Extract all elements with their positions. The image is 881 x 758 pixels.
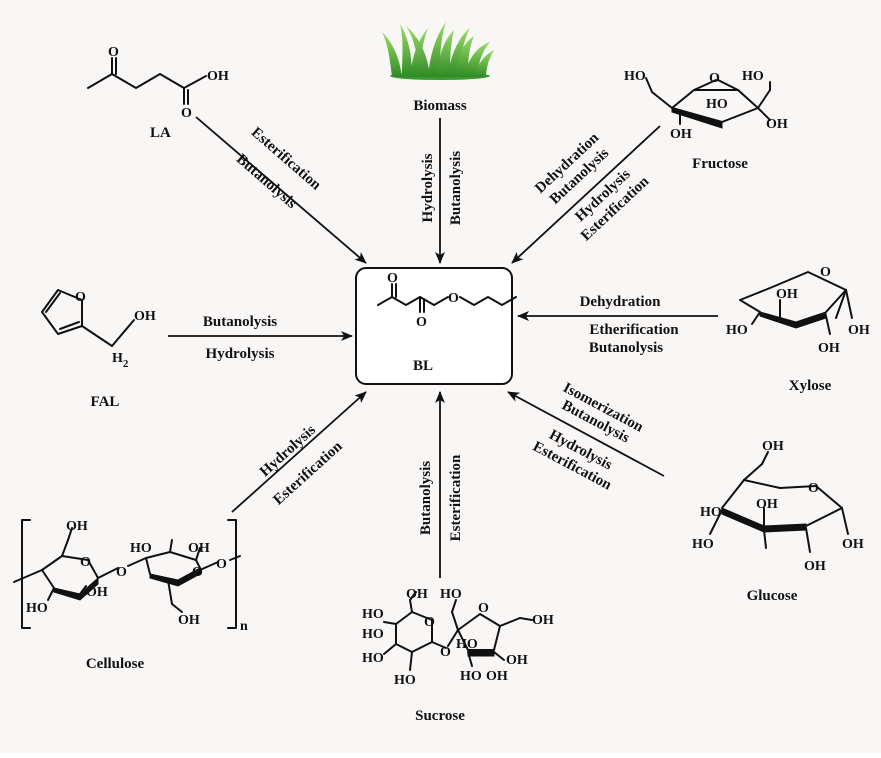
cellulose-structure: OH O O OH HO HO OH O O OH n Cellulose	[13, 519, 248, 672]
cellulose-link-o-right: O	[216, 557, 227, 572]
glucose-name: Glucose	[747, 588, 798, 604]
xylose-structure: O OH HO OH OH Xylose	[726, 265, 870, 394]
xylose-ring-o: O	[820, 265, 831, 280]
xylose-name: Xylose	[789, 378, 832, 394]
fal-structure: O OH H2 FAL	[41, 289, 156, 410]
sucrose-ho-top2: HO	[440, 587, 462, 602]
sucrose-ho-1: HO	[362, 607, 384, 622]
biomass-name: Biomass	[413, 98, 467, 114]
sucrose-oh-top: OH	[406, 587, 428, 602]
fructose-name: Fructose	[692, 156, 748, 172]
biomass-pathway-labels: Hydrolysis Butanolysis	[420, 151, 464, 225]
bl-ester-o: O	[448, 291, 459, 306]
bl-carbonyl-o: O	[416, 315, 427, 330]
fructose-ho-inner: HO	[706, 97, 728, 112]
la-acid-o: O	[181, 106, 192, 121]
glucose-arrow	[507, 391, 665, 477]
glucose-ring-o: O	[808, 481, 819, 496]
fal-oh: OH	[134, 309, 156, 324]
biomass-label-1: Hydrolysis	[420, 153, 436, 222]
xylose-ho-left: HO	[726, 323, 748, 338]
glucose-oh-bottom: OH	[804, 559, 826, 574]
biomass-label-2: Butanolysis	[448, 151, 464, 225]
sucrose-pathway-labels: Butanolysis Esterification	[418, 454, 464, 541]
fal-label-2: Hydrolysis	[206, 346, 275, 362]
glucose-ho-left: HO	[700, 505, 722, 520]
sucrose-ho-2: HO	[362, 627, 384, 642]
xylose-oh-top: OH	[776, 287, 798, 302]
glucose-pathway-labels: Isomerization Butanolysis Hydrolysis Est…	[530, 380, 646, 494]
cellulose-oh-top-right: OH	[188, 541, 210, 556]
sucrose-name: Sucrose	[415, 708, 465, 724]
sucrose-oh-bottom: OH	[486, 669, 508, 684]
sucrose-ho-4: HO	[394, 673, 416, 688]
grass-icon	[382, 22, 494, 80]
fal-name: FAL	[91, 394, 120, 410]
cellulose-ho-top-right: HO	[130, 541, 152, 556]
fal-label-1: Butanolysis	[203, 314, 277, 330]
cellulose-link-o-left: O	[116, 565, 127, 580]
cellulose-oh-bottom-right: OH	[178, 613, 200, 628]
bl-ketone-o: O	[387, 271, 398, 286]
glucose-oh-mid: OH	[756, 497, 778, 512]
la-oh: OH	[207, 69, 229, 84]
glucose-structure: OH O HO OH HO OH OH Glucose	[692, 439, 864, 604]
bl-box: O O O BL	[355, 267, 517, 385]
cellulose-oh-mid-left: OH	[86, 585, 108, 600]
cellulose-arrow	[231, 391, 367, 513]
fructose-structure: HO O HO HO OH OH Fructose	[624, 69, 788, 172]
la-pathway-labels: Esterification Butanolysis	[233, 124, 324, 212]
xylose-oh-right: OH	[848, 323, 870, 338]
xylose-oh-bottom: OH	[818, 341, 840, 356]
sucrose-ring1-o: O	[424, 615, 435, 630]
sucrose-ho-bottom: HO	[460, 669, 482, 684]
xylose-label-2: Etherification	[589, 322, 679, 338]
cellulose-oh-top-left: OH	[66, 519, 88, 534]
glucose-oh-right: OH	[842, 537, 864, 552]
fructose-oh-right: OH	[766, 117, 788, 132]
cellulose-ring-o-right: O	[192, 565, 203, 580]
fal-ring-o: O	[75, 290, 86, 305]
glucose-oh-top: OH	[762, 439, 784, 454]
fructose-ho-left: HO	[624, 69, 646, 84]
fructose-oh-bottom: OH	[670, 127, 692, 142]
sucrose-ring2-o: O	[478, 601, 489, 616]
sucrose-ho-3: HO	[362, 651, 384, 666]
sucrose-link-o: O	[440, 645, 451, 660]
la-structure: O OH O LA	[87, 45, 229, 141]
cellulose-ho-bottom-left: HO	[26, 601, 48, 616]
bl-name: BL	[413, 358, 433, 374]
fructose-ho-right: HO	[742, 69, 764, 84]
la-arrow	[195, 116, 367, 264]
fal-ch2-h: H2	[112, 351, 129, 370]
xylose-label-3: Butanolysis	[589, 340, 663, 356]
fructose-ring-o: O	[709, 71, 720, 86]
sucrose-oh-r2: OH	[506, 653, 528, 668]
sucrose-label-1: Butanolysis	[418, 461, 434, 535]
sucrose-label-2: Esterification	[448, 454, 464, 541]
glucose-ho-bottom: HO	[692, 537, 714, 552]
sucrose-structure: OH HO HO O HO HO O HO O OH HO OH HO OH S…	[362, 587, 554, 724]
la-ketone-o: O	[108, 45, 119, 60]
cellulose-name: Cellulose	[86, 656, 145, 672]
fructose-arrow	[511, 125, 661, 264]
la-name: LA	[150, 125, 171, 141]
cellulose-ring-o-left: O	[80, 555, 91, 570]
xylose-label-1: Dehydration	[580, 294, 661, 310]
sucrose-oh-right-top: OH	[532, 613, 554, 628]
sucrose-ho-ring2: HO	[456, 637, 478, 652]
cellulose-pathway-labels: Hydrolysis Esterification	[257, 422, 346, 508]
cellulose-repeat-n: n	[240, 619, 248, 634]
